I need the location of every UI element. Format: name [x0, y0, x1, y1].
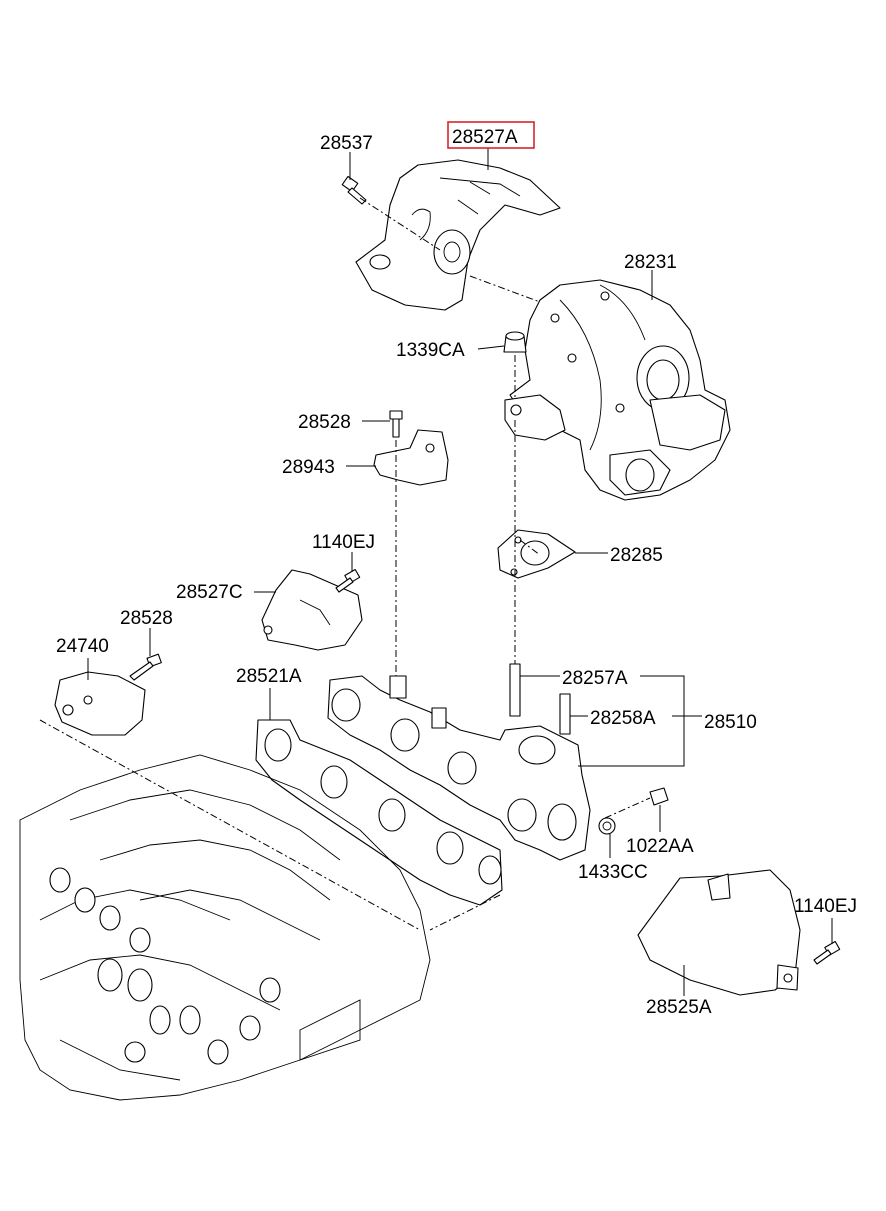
label-28943[interactable]: 28943 [282, 457, 335, 478]
part-labels: 28527A 28537 28231 1339CA 28528 28943 28… [56, 121, 857, 1018]
bolt-28537-icon[interactable] [341, 175, 367, 205]
label-1022aa[interactable]: 1022AA [626, 836, 694, 857]
label-28521a[interactable]: 28521A [236, 666, 302, 687]
label-28285[interactable]: 28285 [610, 545, 663, 566]
label-28257a[interactable]: 28257A [562, 668, 628, 689]
bolt-28528-left-icon[interactable] [129, 653, 162, 681]
bolt-1140ej-right-icon[interactable] [813, 940, 841, 965]
manifold-gasket-28521a-icon[interactable] [255, 719, 503, 906]
label-28231[interactable]: 28231 [624, 252, 677, 273]
label-28510[interactable]: 28510 [704, 712, 757, 733]
gasket-28285-icon[interactable] [497, 529, 576, 579]
label-24740[interactable]: 24740 [56, 636, 109, 657]
nut-1339ca-icon[interactable] [503, 331, 527, 353]
label-1140ej-top[interactable]: 1140EJ [312, 532, 375, 553]
upper-heat-shield-icon[interactable] [355, 159, 561, 311]
label-28258a[interactable]: 28258A [590, 708, 656, 729]
label-1140ej-right[interactable]: 1140EJ [794, 896, 857, 917]
label-1433cc[interactable]: 1433CC [578, 862, 648, 883]
nut-1022aa-icon[interactable] [649, 787, 669, 806]
label-1339ca[interactable]: 1339CA [396, 340, 465, 361]
highlight-box [447, 121, 535, 149]
bracket-28943-icon[interactable] [373, 429, 449, 486]
stud-28257a-icon[interactable] [509, 663, 521, 717]
leader-lines [87, 148, 833, 996]
cylinder-head-icon [19, 754, 431, 1101]
turbocharger-icon[interactable] [504, 279, 731, 501]
lower-heat-shield-28525a-icon[interactable] [637, 869, 801, 996]
nut-1433cc-icon[interactable] [598, 817, 616, 835]
bracket-24740-icon[interactable] [54, 671, 146, 736]
exhaust-manifold-28510-icon[interactable] [327, 675, 591, 861]
label-28527c[interactable]: 28527C [176, 582, 243, 603]
bolt-28528-top-icon[interactable] [389, 410, 403, 438]
bolt-1140ej-top-icon[interactable] [335, 568, 361, 593]
alignment-lines [39, 197, 651, 931]
stud-28258a-icon[interactable] [559, 693, 571, 735]
label-28527a[interactable]: 28527A [452, 127, 518, 148]
label-28525a[interactable]: 28525A [646, 997, 712, 1018]
label-28528-top[interactable]: 28528 [298, 412, 351, 433]
label-28537[interactable]: 28537 [320, 133, 373, 154]
label-28528-left[interactable]: 28528 [120, 608, 173, 629]
